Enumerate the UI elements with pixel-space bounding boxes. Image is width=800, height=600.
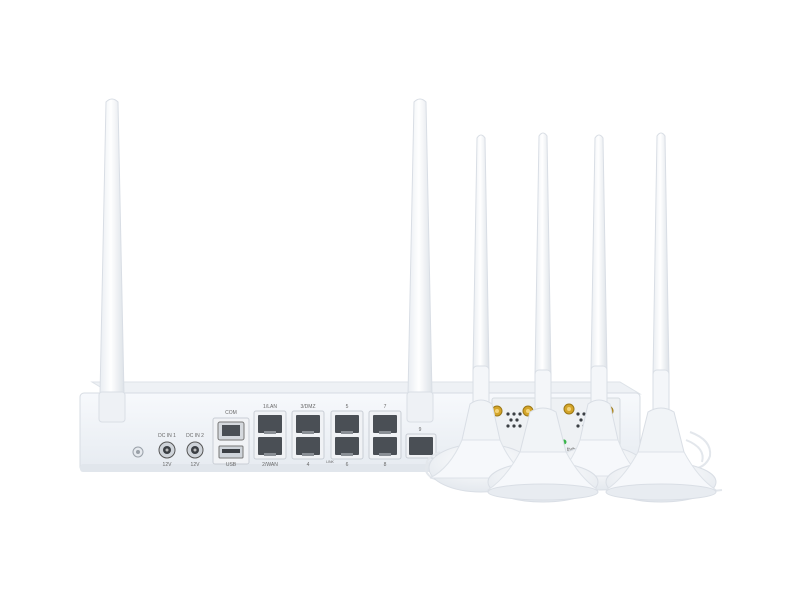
dc-in-1-jack: DC IN 1 12V (158, 433, 176, 468)
com-port (217, 421, 245, 441)
port-label-top: 1/LAN (263, 404, 277, 410)
dc-volt-1-label: 12V (163, 462, 173, 468)
link-label: LINK (326, 460, 334, 464)
port-label-bottom: 4 (307, 462, 310, 468)
port-label-bottom: 6 (346, 462, 349, 468)
port-label-bottom: 8 (384, 462, 387, 468)
dc-volt-2-label: 12V (191, 462, 201, 468)
dc-in-2-jack: DC IN 2 12V (186, 433, 204, 468)
port-label-top: 5 (346, 404, 349, 410)
port-group-9: 9 (405, 427, 437, 459)
port-group-3-4: 3/DMZ 4 (291, 404, 325, 468)
router-antenna-right (406, 98, 434, 423)
port-group-7-8: 7 8 (368, 404, 402, 468)
dc-in-2-label: DC IN 2 (186, 433, 204, 439)
usb-label: USB (226, 462, 237, 468)
ethernet-block: 1/LAN 2/WAN 3/DMZ 4 LINK 5 6 (253, 404, 437, 468)
port-label-top: 3/DMZ (301, 404, 316, 410)
dc-in-1-label: DC IN 1 (158, 433, 176, 439)
ethernet-port (258, 415, 282, 433)
ethernet-port (373, 437, 397, 455)
usb-port (218, 445, 244, 459)
port-group-1-2: 1/LAN 2/WAN (253, 404, 287, 468)
ethernet-port (296, 437, 320, 455)
ethernet-port (258, 437, 282, 455)
port-9-label: 9 (419, 427, 422, 433)
ethernet-port (296, 415, 320, 433)
port-label-top: 7 (384, 404, 387, 410)
com-usb-block: COM USB (212, 410, 250, 468)
magnetic-antenna-4 (604, 132, 718, 503)
router-antenna-left (98, 98, 126, 423)
port-group-5-6: 5 6 (330, 404, 364, 468)
sma-connector (563, 403, 575, 415)
com-label: COM (225, 410, 237, 416)
ethernet-port (373, 415, 397, 433)
ethernet-port (409, 437, 433, 455)
port-label-bottom: 2/WAN (262, 462, 278, 468)
ethernet-port (335, 415, 359, 433)
ground-screw (132, 446, 144, 458)
magnetic-antenna-2 (486, 132, 600, 503)
ethernet-port (335, 437, 359, 455)
